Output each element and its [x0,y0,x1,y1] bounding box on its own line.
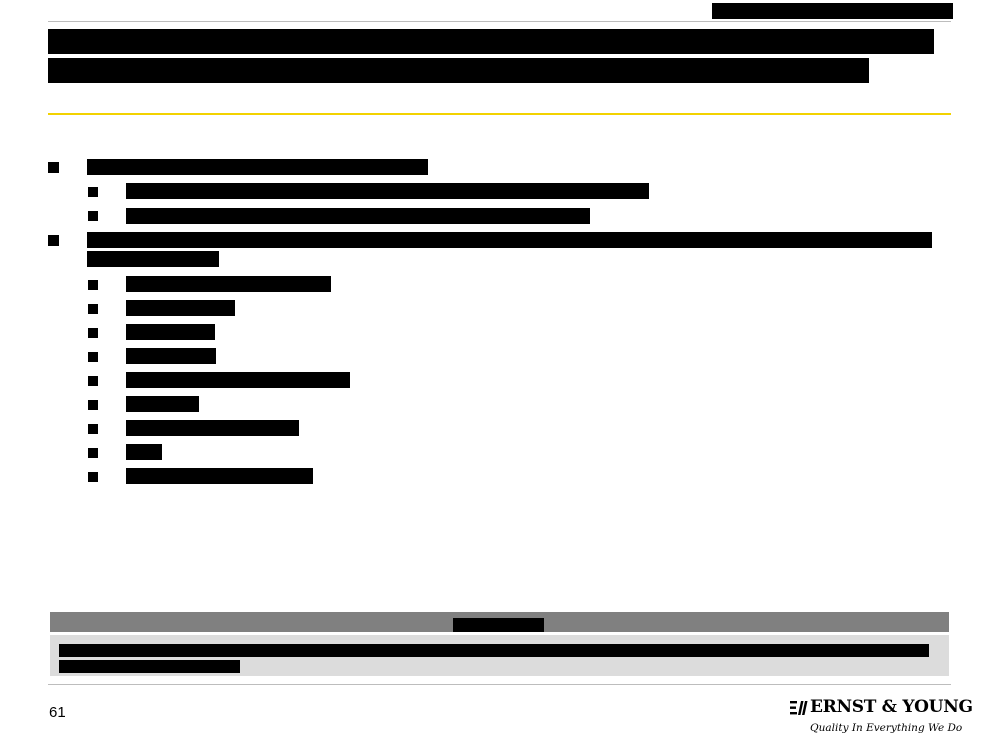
redacted-bullet-1a-text [126,183,649,199]
sub-bullet-marker [88,304,98,314]
redacted-sub-item-9 [126,468,313,484]
redacted-sub-item-8 [126,444,162,460]
sub-bullet-marker [88,328,98,338]
redacted-title-line-2 [48,58,869,83]
redacted-sub-item-2 [126,300,235,316]
redacted-sub-item-7 [126,420,299,436]
page-number: 61 [49,704,66,721]
redacted-sub-item-3 [126,324,215,340]
sub-bullet-marker [88,211,98,221]
redacted-bullet-1-text [87,159,428,175]
title-underline [48,113,951,115]
footer-rule [48,684,951,685]
redacted-header-tag [712,3,953,19]
redacted-bullet-1b-text [126,208,590,224]
redacted-box-header-label [453,618,544,632]
redacted-bullet-2-text-line-2 [87,251,219,267]
sub-bullet-marker [88,472,98,482]
sub-bullet-marker [88,187,98,197]
bullet-marker [48,235,59,246]
redacted-sub-item-5 [126,372,350,388]
ernst-young-logo: ERNST & YOUNG Quality In Everything We D… [788,697,973,741]
sub-bullet-marker [88,448,98,458]
redacted-bullet-2-text-line-1 [87,232,932,248]
sub-bullet-marker [88,376,98,386]
ey-logo-mark-icon [790,701,808,715]
top-rule [48,21,951,22]
logo-company-name: ERNST & YOUNG [810,697,973,717]
sub-bullet-marker [88,352,98,362]
redacted-box-text-line-1 [59,644,929,657]
sub-bullet-marker [88,280,98,290]
redacted-title-line-1 [48,29,934,54]
redacted-sub-item-4 [126,348,216,364]
redacted-box-text-line-2 [59,660,240,673]
logo-tagline: Quality In Everything We Do [810,722,963,734]
sub-bullet-marker [88,400,98,410]
sub-bullet-marker [88,424,98,434]
bullet-marker [48,162,59,173]
redacted-sub-item-6 [126,396,199,412]
redacted-sub-item-1 [126,276,331,292]
